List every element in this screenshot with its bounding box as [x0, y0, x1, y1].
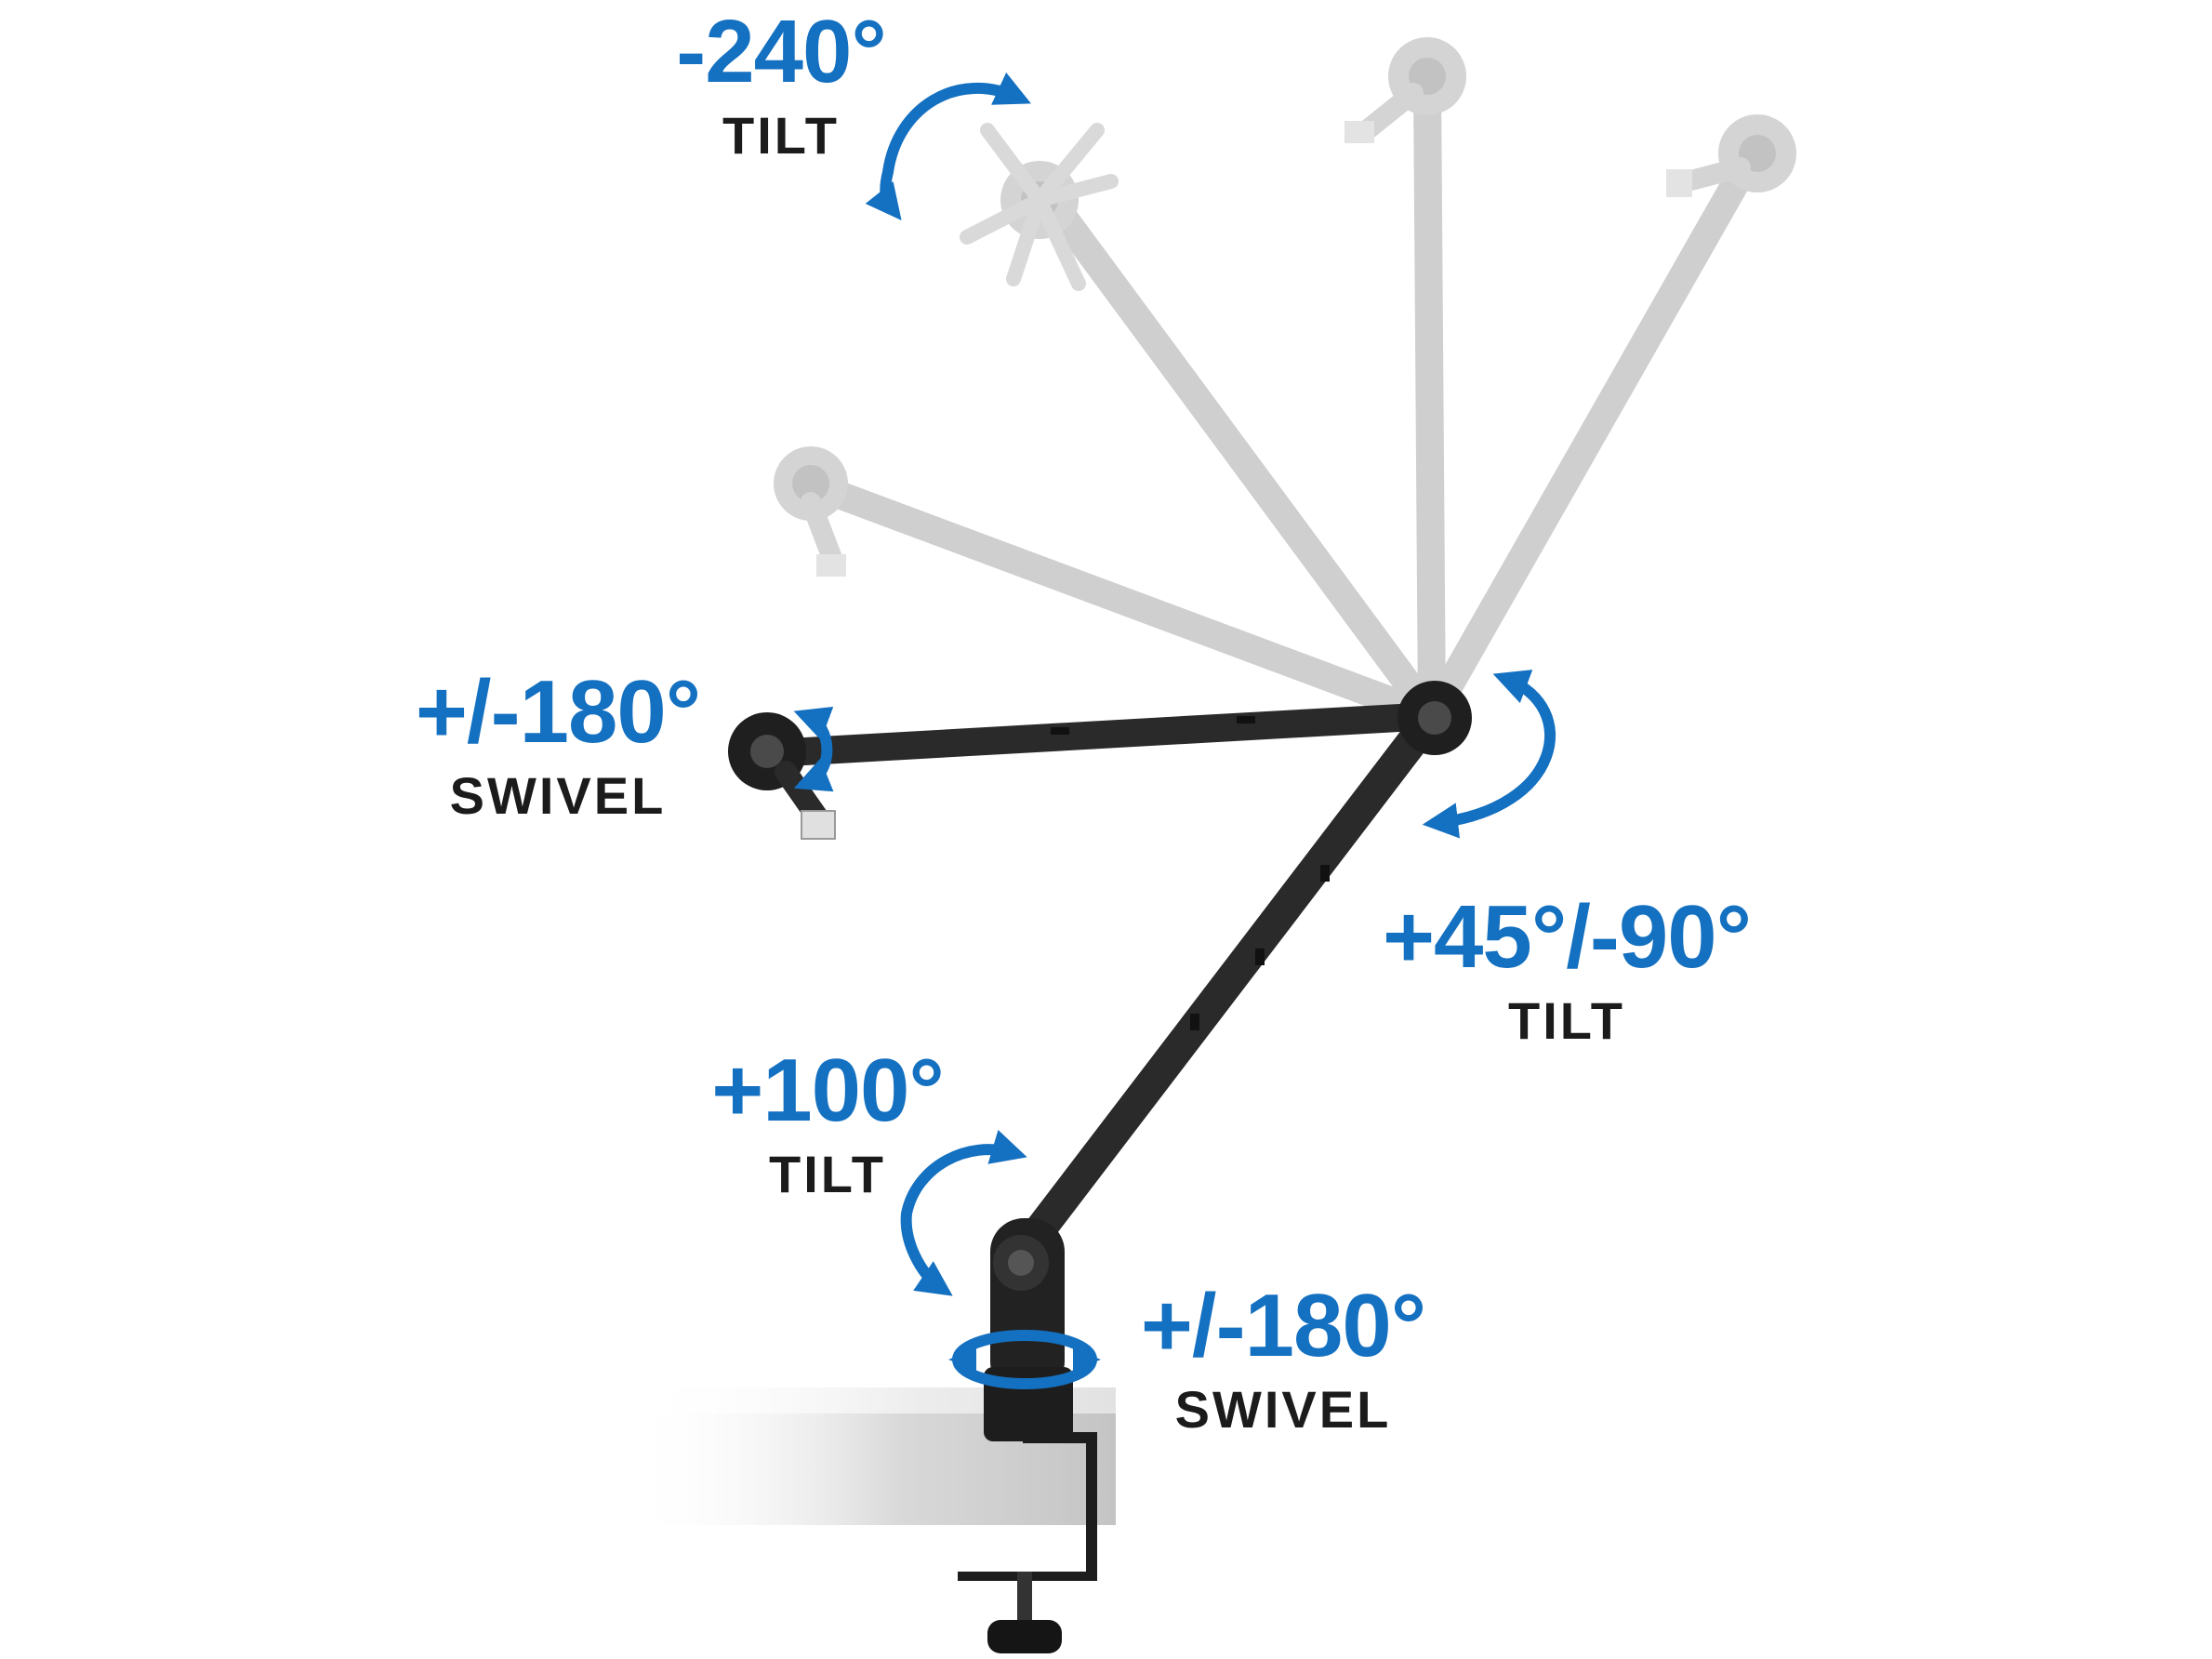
tilt-elbow-degrees: +45°/-90°: [1382, 887, 1752, 987]
top-tilt-arrow: [865, 72, 1031, 220]
tilt-top-kind: TILT: [722, 106, 841, 165]
lower-arm-segment: [1012, 700, 1448, 1262]
swivel-left-kind: SWIVEL: [449, 766, 667, 825]
mic-mount-head: [728, 712, 836, 840]
swivel-left-degrees: +/-180°: [415, 662, 701, 762]
ghost-arm-low: [774, 446, 1446, 730]
ghost-arm-positions: [774, 37, 1796, 730]
ghost-arm-vertical: [1344, 37, 1466, 730]
swivel-base-degrees: +/-180°: [1140, 1276, 1426, 1375]
upper-arm-segment: [758, 702, 1446, 767]
rotation-arrows: [793, 72, 1556, 1389]
tilt-base-kind: TILT: [768, 1145, 887, 1203]
label-tilt-elbow: +45°/-90° TILT: [1325, 893, 1808, 1047]
tilt-elbow-kind: TILT: [1507, 991, 1626, 1050]
elbow-tilt-arrow: [1422, 670, 1556, 839]
tilt-base-degrees: +100°: [711, 1041, 945, 1140]
label-tilt-base: +100° TILT: [683, 1046, 972, 1201]
swivel-base-kind: SWIVEL: [1174, 1380, 1392, 1439]
tilt-top-degrees: -240°: [676, 2, 887, 101]
left-swivel-arrow: [793, 707, 834, 792]
label-swivel-base: +/-180° SWIVEL: [1106, 1281, 1460, 1436]
ghost-arm-right: [1418, 114, 1796, 730]
base-tilt-arrow: [900, 1130, 1027, 1296]
label-swivel-left: +/-180° SWIVEL: [386, 668, 730, 822]
label-tilt-top: -240° TILT: [642, 7, 921, 162]
